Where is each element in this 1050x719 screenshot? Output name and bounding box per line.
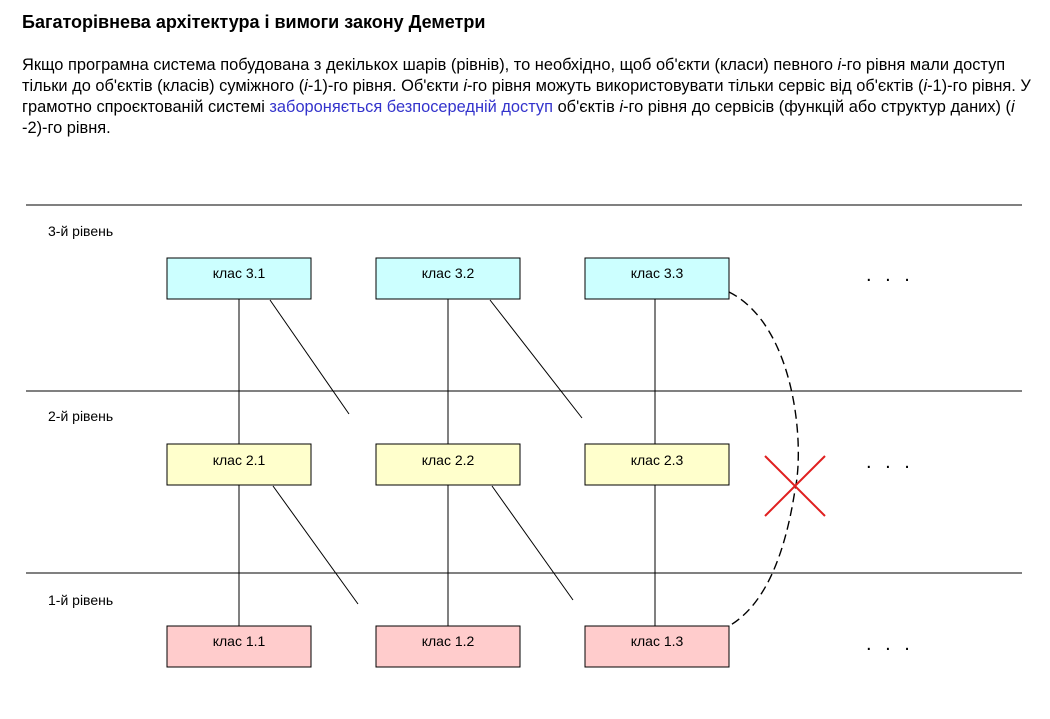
class-label: клас 2.3 xyxy=(631,452,684,468)
level-label-1: 1-й рівень xyxy=(48,592,113,608)
paragraph-text: -2)-го рівня. xyxy=(22,119,111,137)
ellipsis-level-2: . . . xyxy=(866,451,914,473)
class-label: клас 3.2 xyxy=(422,265,475,281)
paragraph-italic-i: i xyxy=(837,56,842,74)
paragraph-text: -1)-го рівня. Об'єкти xyxy=(307,77,464,95)
class-box-2-1: клас 2.1 xyxy=(166,443,312,486)
description-paragraph: Якщо програмна система побудована з декі… xyxy=(22,55,1038,139)
level-label-3: 3-й рівень xyxy=(48,223,113,239)
class-box-2-3: клас 2.3 xyxy=(584,443,730,486)
class-label: клас 3.3 xyxy=(631,265,684,281)
paragraph-text: -го рівня можуть використовувати тільки … xyxy=(466,77,924,95)
paragraph-italic-i: i xyxy=(923,77,928,95)
class-box-2-2: клас 2.2 xyxy=(375,443,521,486)
paragraph-text: Якщо програмна система побудована з декі… xyxy=(22,56,838,74)
paragraph-italic-i: i xyxy=(304,77,308,95)
class-label: клас 2.1 xyxy=(213,452,266,468)
forbidden-cross-icon xyxy=(764,455,826,517)
class-label: клас 3.1 xyxy=(213,265,266,281)
ellipsis-level-3: . . . xyxy=(866,264,914,286)
class-box-3-2: клас 3.2 xyxy=(375,257,521,300)
paragraph-text: об'єктів xyxy=(553,98,620,116)
paragraph-italic-i: i xyxy=(463,77,467,95)
class-box-1-2: клас 1.2 xyxy=(375,625,521,668)
class-label: клас 1.3 xyxy=(631,633,684,649)
class-label: клас 1.1 xyxy=(213,633,266,649)
diagonal-connector xyxy=(489,299,583,419)
forbidden-dashed-link xyxy=(728,291,799,627)
class-label: клас 1.2 xyxy=(422,633,475,649)
level-label-2: 2-й рівень xyxy=(48,408,113,424)
paragraph-italic-i: i xyxy=(619,98,623,116)
paragraph-text: -го рівня до сервісів (функцій або струк… xyxy=(623,98,1011,116)
diagonal-connector xyxy=(272,485,359,605)
class-box-1-1: клас 1.1 xyxy=(166,625,312,668)
class-label: клас 2.2 xyxy=(422,452,475,468)
paragraph-italic-i: i xyxy=(1011,98,1015,116)
page-title: Багаторівнева архітектура і вимоги закон… xyxy=(22,12,486,32)
diagonal-connector xyxy=(269,299,350,415)
class-box-3-3: клас 3.3 xyxy=(584,257,730,300)
ellipsis-level-1: . . . xyxy=(866,633,914,655)
paragraph-text: -1)-го рівня. У грамотно спроєктованій с… xyxy=(22,77,1031,116)
diagonal-connector xyxy=(491,485,574,601)
class-box-3-1: клас 3.1 xyxy=(166,257,312,300)
paragraph-text: -го рівня мали доступ тільки до об'єктів… xyxy=(22,56,1006,95)
forbidden-access-highlight: забороняється безпосередній доступ xyxy=(269,98,554,116)
class-box-1-3: клас 1.3 xyxy=(584,625,730,668)
